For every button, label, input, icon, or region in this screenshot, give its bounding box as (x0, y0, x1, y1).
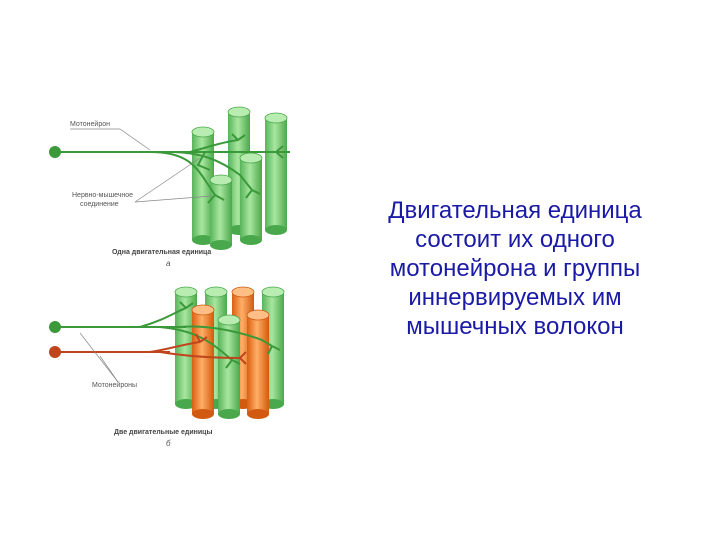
neuromuscular-junction-label: Нервно-мышечное (72, 192, 133, 199)
muscle-fiber (174, 286, 198, 409)
motor-neuron-soma (49, 146, 61, 158)
muscle-fiber (217, 314, 241, 419)
diagram-b: Мотонейроны Две двигательные единицы б (49, 286, 285, 448)
motor-neuron-soma-red (49, 346, 61, 358)
diagram-a: Мотонейрон Нервно-мышечное соединение Од… (49, 106, 290, 268)
diagram-b-letter: б (166, 439, 171, 448)
motor-neuron-axon-red (55, 333, 247, 365)
caption-line: мотонейрона и группы (389, 255, 641, 282)
muscle-fiber-orange (246, 309, 270, 419)
motor-neuron-axon-green (55, 301, 281, 369)
muscle-fiber (191, 126, 215, 245)
motor-neuron-axon (55, 133, 290, 204)
caption-line: Двигательная единица (388, 197, 642, 224)
motor-neurons-label: Мотонейроны (92, 381, 137, 389)
diagram-a-letter: а (166, 259, 171, 268)
motor-neuron-soma-green (49, 321, 61, 333)
muscle-fiber (239, 152, 263, 245)
motor-neuron-label: Мотонейрон (70, 120, 110, 128)
muscle-fiber (264, 112, 288, 235)
neuromuscular-junction-label: соединение (80, 201, 119, 208)
diagram-b-caption: Две двигательные единицы (114, 429, 212, 436)
slide-caption: Двигательная единица состоит их одного м… (350, 196, 680, 341)
muscle-fiber-orange (191, 304, 215, 419)
caption-line: иннервируемых им (408, 284, 622, 311)
caption-line: состоит их одного (415, 226, 615, 253)
muscle-fiber (209, 174, 233, 250)
caption-line: мышечных волокон (406, 313, 624, 340)
diagram-a-caption: Одна двигательная единица (112, 249, 211, 256)
